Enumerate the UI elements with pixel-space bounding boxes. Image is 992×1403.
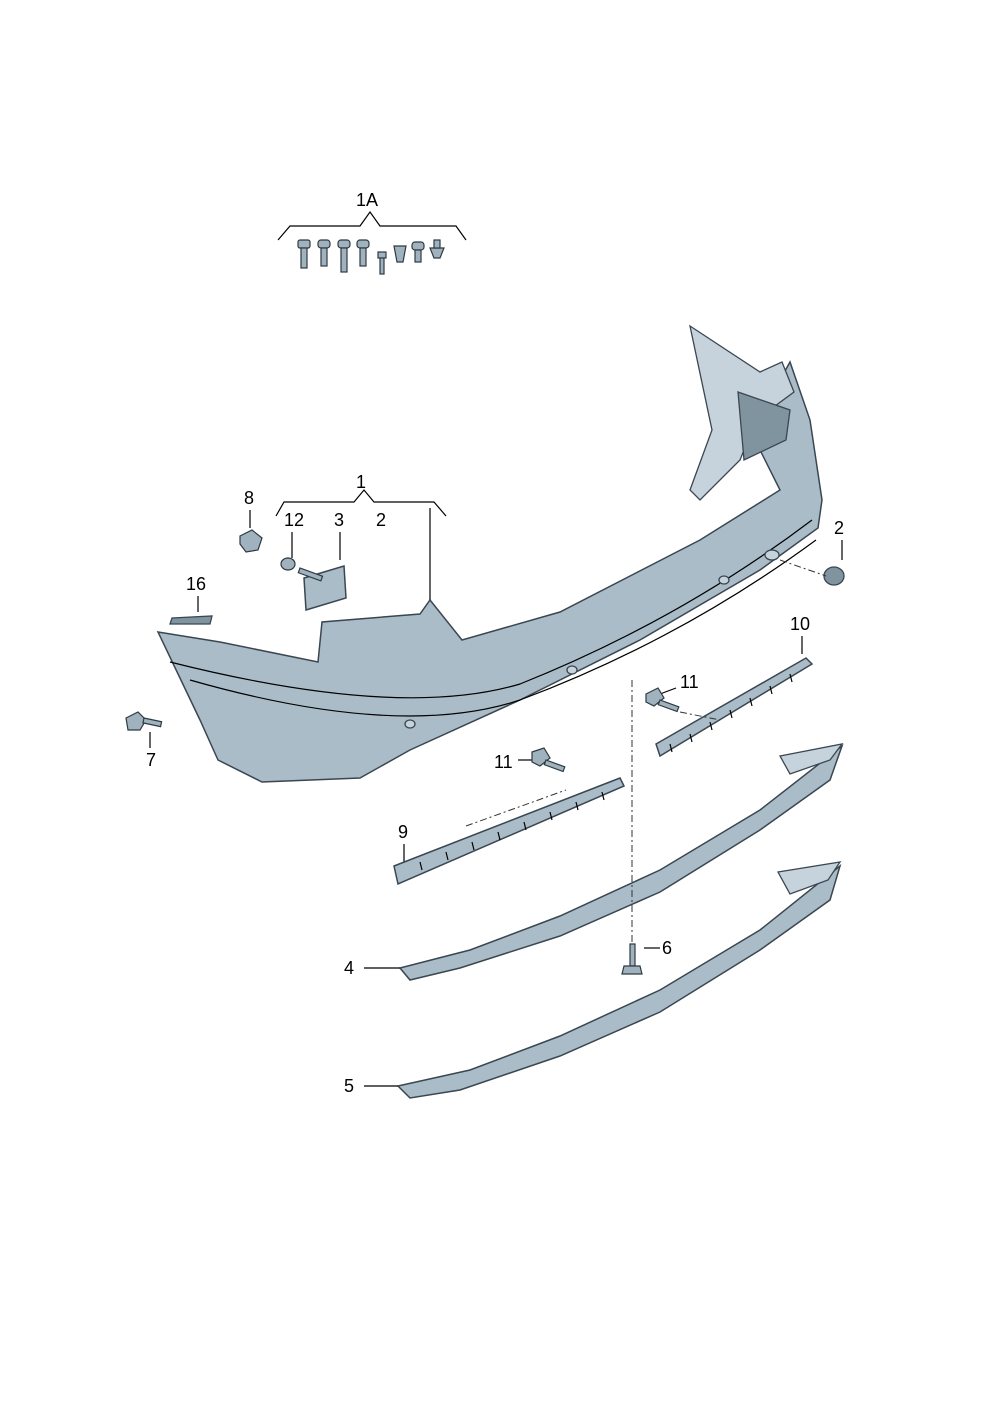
callout-8[interactable]: 8 [244,488,254,508]
callout-11-top[interactable]: 11 [680,672,699,692]
dash-11-mid [465,789,567,827]
callout-9[interactable]: 9 [398,822,408,842]
bumper-side-recess [737,391,791,461]
screw-7-head [125,711,147,731]
callout-1A[interactable]: 1A [356,190,378,210]
nut-8 [239,529,263,553]
dash-2 [779,559,827,577]
sensor-hole-4 [404,719,416,729]
cap-2 [823,566,845,586]
callout-10[interactable]: 10 [790,614,810,634]
bumper-cover [156,324,823,783]
screw-6-head [621,965,643,975]
diffuser-4-end [778,743,844,775]
screw-11-top-shank [657,699,680,713]
guide-9-teeth [419,791,605,871]
kit-1A-fasteners [297,239,445,275]
screw-11-mid-shank [543,759,566,773]
diffuser-5 [396,863,842,1099]
washer-12 [280,557,296,571]
diffuser-5-end [776,861,842,895]
screw-6-shank [629,943,636,967]
dash-11-top [679,711,721,721]
diffuser-4 [398,743,844,981]
bolt-3 [297,567,324,582]
sensor-hole-2 [718,575,730,585]
guide-9 [393,777,626,886]
callout-4[interactable]: 4 [344,958,354,978]
sensor-hole-3 [566,665,578,675]
sensor-hole-1 [764,549,780,561]
callout-7[interactable]: 7 [146,750,156,770]
kit-1A-group: 1A [277,190,467,275]
bracket-1 [275,489,447,517]
bumper-contour-line-2 [189,539,817,717]
callout-1[interactable]: 1 [356,472,366,492]
leader-11-top [659,687,677,695]
guide-10 [655,657,814,758]
callout-11-mid[interactable]: 11 [494,752,513,772]
callout-3[interactable]: 3 [334,510,344,530]
screw-7-shank [142,717,163,728]
sticker-16 [169,615,213,625]
callout-2-right[interactable]: 2 [834,518,844,538]
callout-16[interactable]: 16 [186,574,206,594]
guide-10-teeth [669,673,793,753]
callout-6[interactable]: 6 [662,938,672,958]
callout-5[interactable]: 5 [344,1076,354,1096]
callout-2-top[interactable]: 2 [376,510,386,530]
bracket-1A [277,210,467,241]
callout-12[interactable]: 12 [284,510,304,530]
